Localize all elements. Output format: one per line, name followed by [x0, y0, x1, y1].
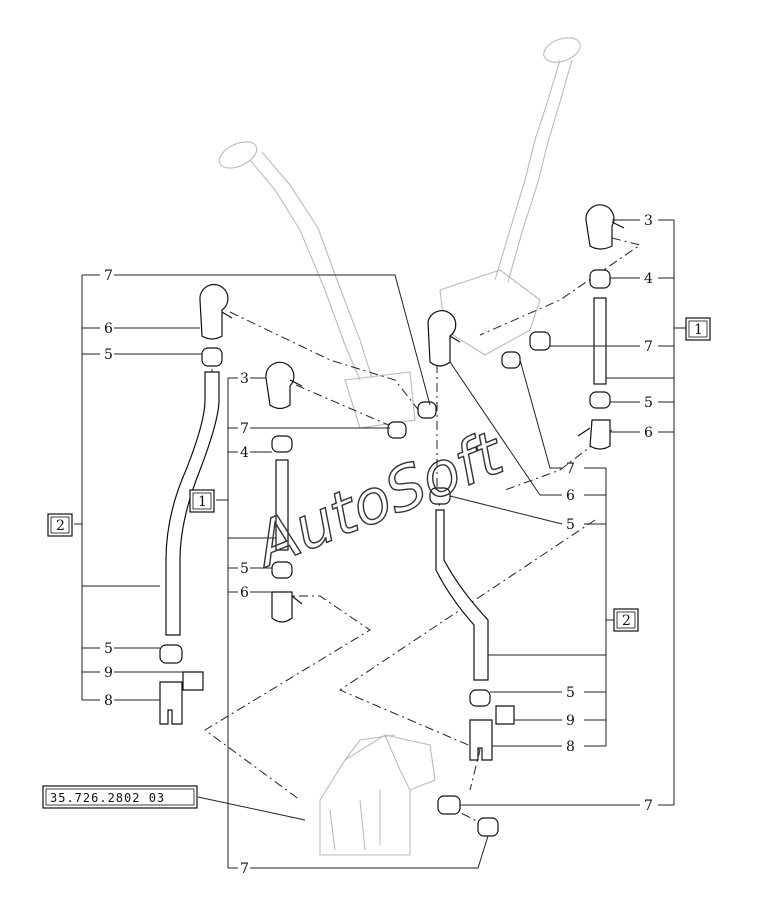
callout-5: 5: [240, 561, 249, 577]
callout-6: 6: [240, 585, 249, 601]
callout-6: 6: [644, 425, 653, 441]
callout-7: 7: [240, 861, 249, 877]
callout-5: 5: [104, 347, 113, 363]
reference-code: 35.726.2802 03: [50, 791, 165, 805]
callout-7: 7: [104, 268, 113, 284]
center-assembly: [387, 310, 515, 761]
callout-5: 5: [566, 517, 575, 533]
middle-group-bracket: [216, 377, 276, 869]
lever-right-background: [439, 37, 581, 356]
callout-5: 5: [566, 685, 575, 701]
callout-6: 6: [104, 321, 113, 337]
callout-6: 6: [566, 488, 575, 504]
reference-code-box: 35.726.2802 03: [42, 785, 198, 809]
callout-7: 7: [566, 461, 575, 477]
lever-left-background: [218, 141, 416, 429]
left-assembly: [159, 284, 233, 725]
callout-7: 7: [240, 421, 249, 437]
callout-8: 8: [566, 739, 575, 755]
callout-8: 8: [104, 693, 113, 709]
group-box-2: 2: [56, 518, 65, 534]
callout-3: 3: [644, 213, 653, 229]
middle-assembly: [265, 361, 303, 623]
center-group-bracket: [488, 467, 614, 747]
group-box-1: 1: [694, 322, 703, 338]
callout-5: 5: [104, 641, 113, 657]
group-boxes: 2 1 1 2: [47, 317, 711, 632]
callout-7: 7: [644, 798, 653, 814]
callout-7: 7: [644, 339, 653, 355]
group-box-1: 1: [198, 494, 207, 510]
callout-3: 3: [240, 371, 249, 387]
leader-lines: [114, 219, 640, 869]
callout-numbers: 7 6 5 5 9 8 3 7 4 5 6 7 3 4 7 5 6 7 6 5 …: [104, 213, 653, 877]
base-bracket-background: [319, 734, 436, 856]
callout-9: 9: [104, 665, 113, 681]
callout-9: 9: [566, 713, 575, 729]
right-group-bracket: [606, 219, 686, 806]
callout-5: 5: [644, 395, 653, 411]
group-box-2: 2: [622, 613, 631, 629]
left-group-bracket: [74, 274, 160, 701]
callout-4: 4: [644, 271, 653, 287]
callout-4: 4: [240, 445, 249, 461]
right-assembly: [501, 204, 625, 450]
